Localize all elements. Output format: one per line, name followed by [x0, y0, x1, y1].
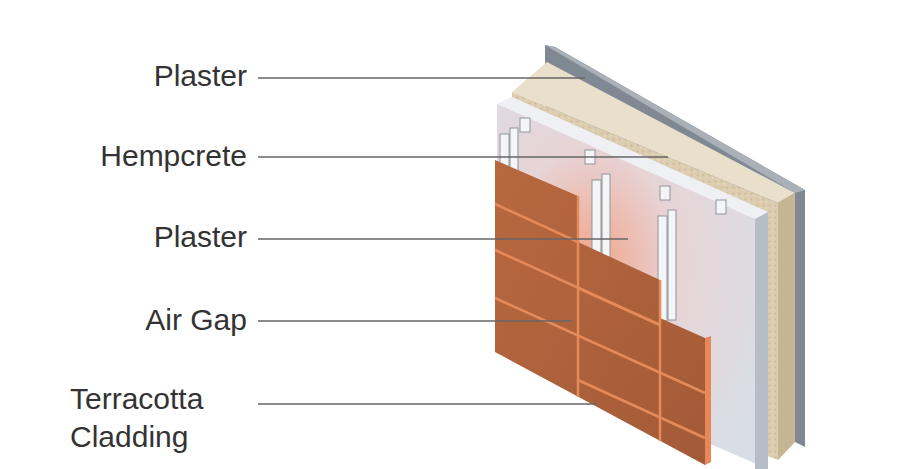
- terracotta-cladding: [495, 160, 705, 465]
- layer-label: Terracotta Cladding: [70, 380, 255, 456]
- plaster-side: [755, 212, 768, 469]
- layer-label: Hempcrete: [100, 137, 247, 175]
- hempcrete-side: [778, 193, 795, 460]
- layer-label: Air Gap: [145, 301, 247, 339]
- leader-lines: [258, 78, 668, 404]
- cladding-edge: [705, 336, 711, 465]
- layer-label: Plaster: [154, 57, 247, 95]
- layer-label: Plaster: [154, 218, 247, 256]
